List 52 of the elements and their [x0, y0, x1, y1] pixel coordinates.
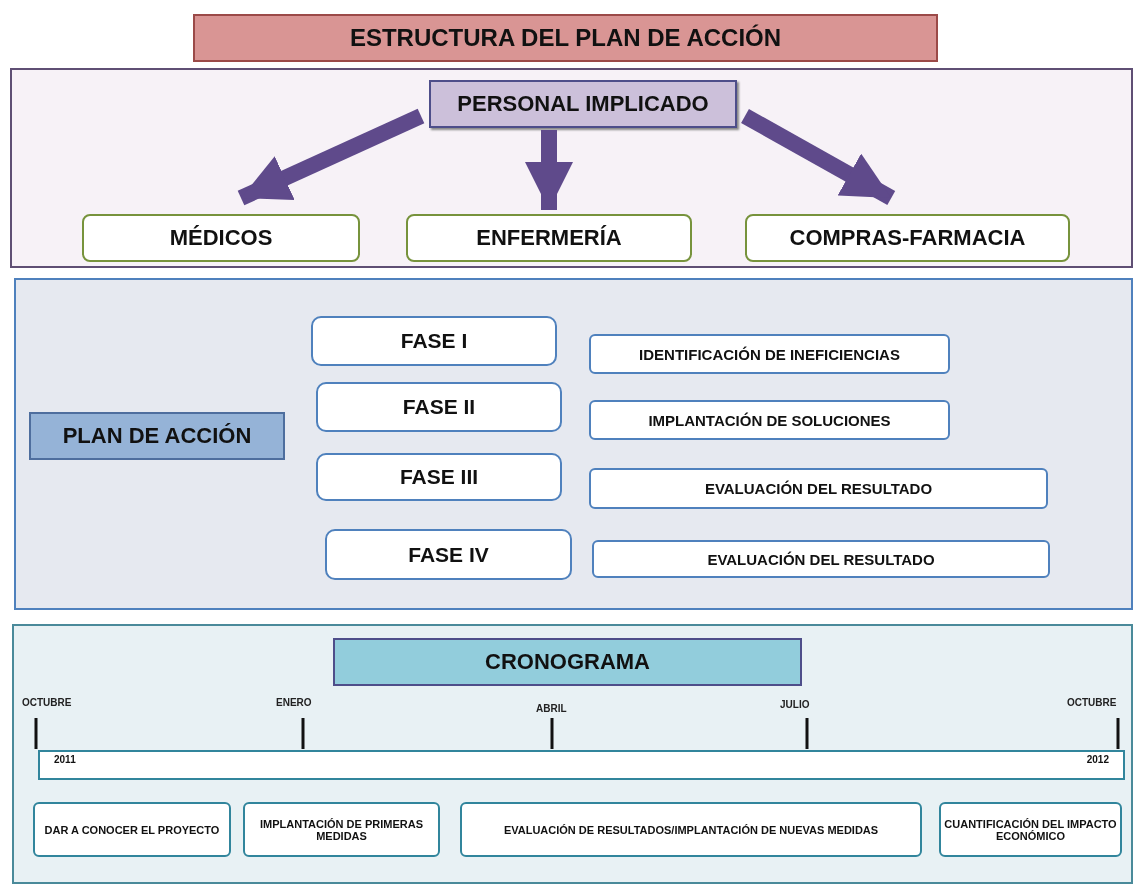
section-panel — [14, 278, 1133, 610]
box-text: PLAN DE ACCIÓN — [62, 423, 252, 449]
box-text: FASE III — [399, 465, 479, 489]
box-text: ENFERMERÍA — [476, 225, 622, 251]
month-label: ENERO — [276, 697, 312, 708]
month-label: JULIO — [780, 699, 810, 710]
box-text: EVALUACIÓN DEL RESULTADO — [707, 550, 935, 568]
phase-box — [325, 529, 572, 580]
box-text: IDENTIFICACIÓN DE INEFICIENCIAS — [639, 345, 900, 363]
task-box — [243, 802, 440, 857]
description-box — [589, 400, 950, 440]
description-box — [589, 334, 950, 374]
month-label: OCTUBRE — [1067, 697, 1117, 708]
arrow — [741, 109, 896, 205]
description-box — [592, 540, 1050, 578]
task-box — [939, 802, 1122, 857]
heading-box — [429, 80, 737, 128]
staff-box — [82, 214, 360, 262]
arrow — [525, 130, 573, 210]
box-text: PERSONAL IMPLICADO — [457, 91, 709, 117]
box-text: IMPLANTACIÓN DE PRIMERAS MEDIDAS — [259, 817, 424, 842]
month-label: OCTUBRE — [22, 697, 72, 708]
box-text: FASE IV — [408, 542, 489, 567]
arrow — [237, 108, 425, 206]
section-panel — [10, 68, 1133, 268]
box-text: COMPRAS-FARMACIA — [789, 225, 1026, 251]
box-text: EVALUACIÓN DEL RESULTADO — [704, 480, 933, 497]
phase-box — [311, 316, 557, 366]
year-label: 2011 — [54, 754, 76, 765]
phase-box — [316, 453, 562, 501]
staff-box — [745, 214, 1070, 262]
task-box — [33, 802, 231, 857]
timeline-bar — [38, 750, 1125, 780]
task-box — [460, 802, 922, 857]
phase-box — [316, 382, 562, 432]
month-label: ABRIL — [536, 703, 567, 714]
box-text: FASE I — [400, 329, 468, 353]
title-box — [193, 14, 938, 62]
section-panel — [12, 624, 1133, 884]
box-text: FASE II — [402, 395, 476, 419]
year-label: 2012 — [1086, 754, 1109, 765]
box-text: MÉDICOS — [169, 225, 273, 251]
box-text: EVALUACIÓN DE RESULTADOS/IMPLANTACIÓN DE NUEVAS MEDIDAS — [503, 823, 879, 836]
description-box — [589, 468, 1048, 509]
staff-box — [406, 214, 692, 262]
heading-box — [333, 638, 802, 686]
box-text: ESTRUCTURA DEL PLAN DE ACCIÓN — [349, 24, 782, 52]
box-text: DAR A CONOCER EL PROYECTO — [44, 823, 220, 836]
heading-box — [29, 412, 285, 460]
box-text: IMPLANTACIÓN DE SOLUCIONES — [648, 411, 891, 429]
box-text: CRONOGRAMA — [485, 649, 650, 675]
box-text: CUANTIFICACIÓN DEL IMPACTO ECONÓMICO — [943, 817, 1118, 842]
